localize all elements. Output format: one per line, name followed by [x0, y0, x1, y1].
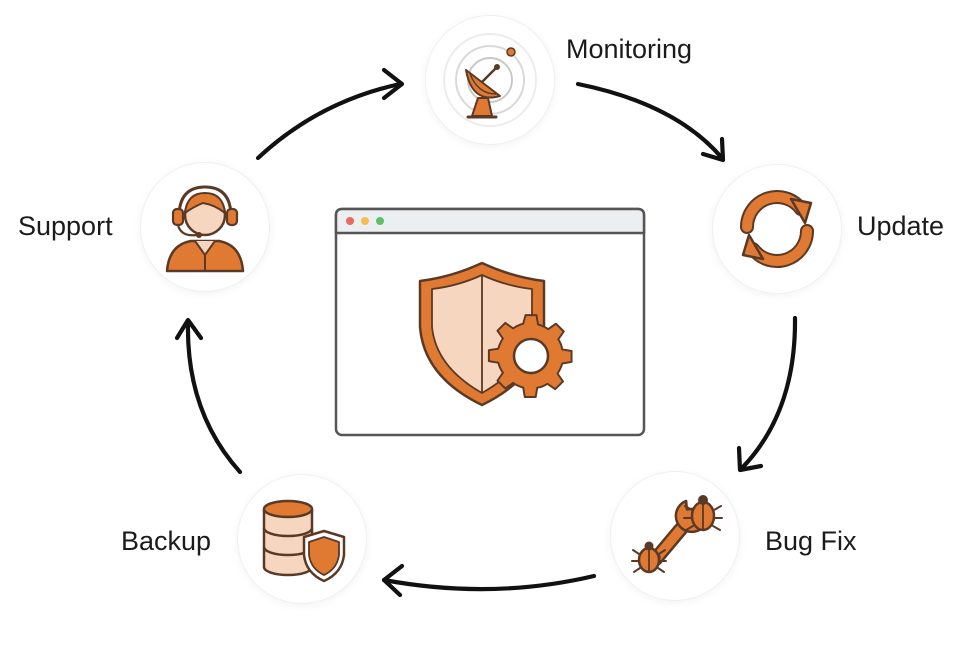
arrow-monitoring-to-update: [575, 81, 725, 161]
window-minimize-dot: [361, 217, 369, 225]
node-backup: [238, 475, 366, 603]
arrow-update-to-bugfix: [739, 315, 798, 471]
arrow-head-bugfix: [736, 445, 764, 473]
bug-icon-small: [631, 541, 667, 574]
window-close-dot: [346, 217, 354, 225]
step-label-monitoring: Monitoring: [566, 34, 693, 64]
arrow-support-to-monitoring: [255, 81, 403, 161]
node-support: [141, 163, 269, 291]
step-label-backup: Backup: [121, 526, 212, 556]
step-label-bug-fix: Bug Fix: [765, 526, 857, 556]
step-label-update: Update: [857, 211, 945, 241]
headset-agent-icon: [165, 185, 245, 273]
refresh-icon: [740, 190, 814, 268]
database-shield-icon: [262, 499, 346, 583]
wrench-bug-icon: [631, 495, 723, 574]
arrow-backup-to-support: [185, 319, 243, 475]
satellite-dish-icon: [443, 33, 537, 127]
window-maximize-dot: [376, 217, 384, 225]
center-browser-window: [334, 207, 646, 437]
step-label-support: Support: [18, 211, 113, 241]
arrow-head-backup: [381, 563, 405, 598]
node-bug-fix: [611, 472, 739, 600]
node-monitoring: [426, 16, 554, 144]
arrow-head-support: [174, 317, 204, 341]
arrow-bugfix-to-backup: [381, 573, 597, 592]
arrow-head-monitoring: [381, 67, 405, 101]
shield-gear-icon: [418, 261, 573, 407]
browser-window-illustration: [334, 207, 646, 437]
node-update: [713, 165, 841, 293]
bug-icon: [683, 495, 723, 532]
arrow-head-update: [700, 136, 726, 163]
